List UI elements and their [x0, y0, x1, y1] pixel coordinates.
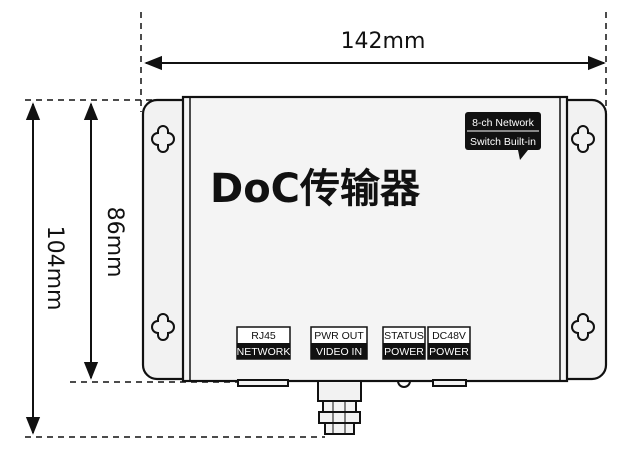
connectors: [237, 379, 467, 435]
keyhole-slot-icon: [571, 312, 595, 341]
device-title: DoC传输器: [210, 166, 421, 212]
port-label-bottom: VIDEO IN: [316, 346, 362, 358]
port-label-dc48v: DC48V POWER: [427, 326, 471, 360]
port-label-top: DC48V: [432, 330, 466, 342]
width-dimension: 142mm: [144, 29, 606, 71]
status-led: [397, 380, 411, 388]
extension-lines: [25, 12, 607, 438]
keyhole-slot-icon: [151, 312, 175, 341]
device-enclosure: DoC传输器 8-ch Network Switch Built-in RJ45…: [141, 95, 608, 383]
port-label-status: STATUS POWER: [382, 326, 426, 360]
rj45-connector: [237, 379, 289, 387]
port-label-top: PWR OUT: [314, 330, 364, 342]
badge-line-2: Switch Built-in: [470, 136, 536, 148]
inner-height-dimension: 86mm: [83, 102, 127, 380]
port-label-band: [383, 343, 425, 359]
keyhole-slot-icon: [571, 124, 595, 153]
badge-line-1: 8-ch Network: [472, 117, 535, 129]
port-label-bottom: POWER: [429, 346, 469, 358]
port-label-bottom: POWER: [384, 346, 424, 358]
port-label-band: [428, 343, 470, 359]
port-label-bottom: NETWORK: [237, 346, 291, 358]
width-dimension-label: 142mm: [341, 29, 426, 54]
outer-height-label: 104mm: [42, 226, 67, 311]
outer-height-dimension: 104mm: [25, 102, 67, 435]
badge-pointer: [518, 150, 528, 160]
port-label-rj45: RJ45 NETWORK: [236, 326, 291, 360]
mounting-slots: [151, 124, 595, 341]
port-label-band: [237, 343, 290, 359]
port-label-band: [311, 343, 367, 359]
inner-height-label: 86mm: [102, 207, 127, 278]
keyhole-slot-icon: [151, 124, 175, 153]
port-label-top: STATUS: [384, 330, 424, 342]
port-label-top: RJ45: [251, 330, 276, 342]
bnc-connector: [317, 380, 362, 435]
dc-power-connector: [432, 379, 467, 387]
port-label-pwr-out: PWR OUT VIDEO IN: [310, 326, 368, 360]
feature-badge: 8-ch Network Switch Built-in: [465, 112, 541, 160]
